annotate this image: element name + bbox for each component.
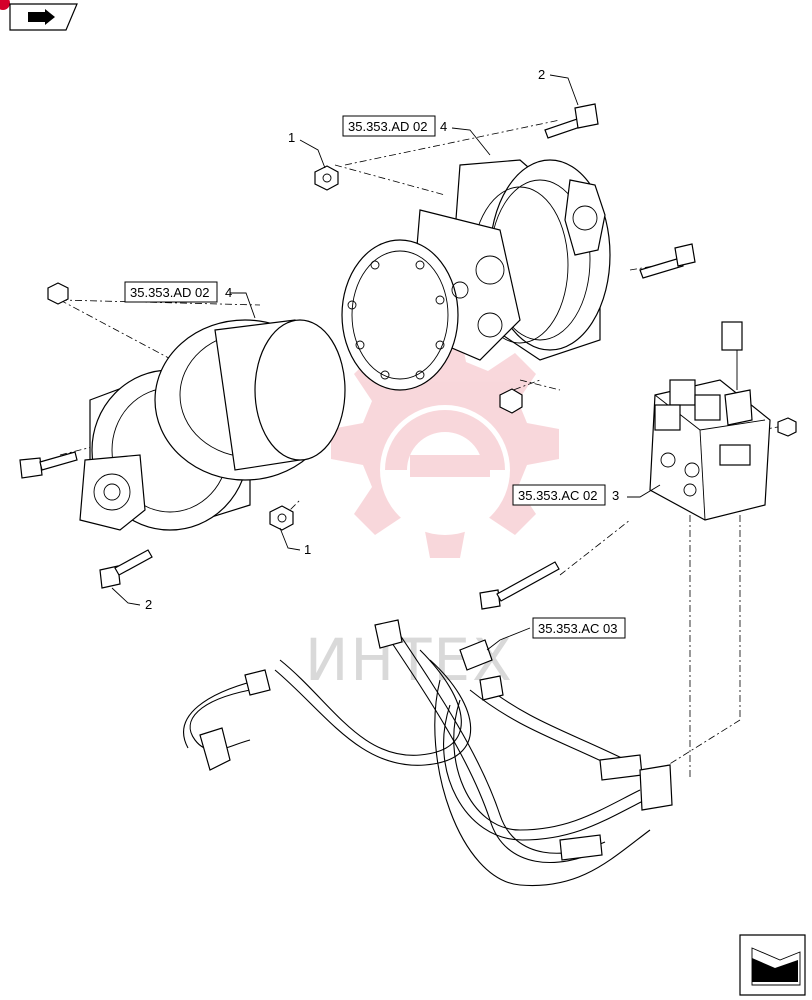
nav-badge[interactable]: [739, 934, 806, 996]
callout-motor-lower: 4: [225, 285, 232, 300]
bolt-right[interactable]: [639, 243, 696, 279]
callout-nut-lower: 1: [304, 542, 311, 557]
ref-valve-label: 35.353.AC 02: [518, 488, 598, 503]
callout-valve: 3: [612, 488, 619, 503]
nut-upper[interactable]: [314, 165, 339, 191]
ref-motor-upper-label: 35.353.AD 02: [348, 119, 428, 134]
ref-hoses-label: 35.353.AC 03: [538, 621, 618, 636]
ref-motor-lower-label: 35.353.AD 02: [130, 285, 210, 300]
ref-motor-lower[interactable]: 35.353.AD 02: [124, 281, 218, 303]
ref-valve[interactable]: 35.353.AC 02: [512, 484, 606, 506]
bolt-left[interactable]: [19, 451, 78, 479]
motor-lower[interactable]: [79, 319, 346, 531]
callout-bolt-upper: 2: [538, 67, 545, 82]
nut-left[interactable]: [47, 282, 69, 305]
callout-motor-upper: 4: [440, 119, 447, 134]
nut-valve[interactable]: [777, 417, 797, 437]
corner-badge[interactable]: [0, 0, 78, 31]
valve-block[interactable]: [649, 321, 771, 521]
nut-mid[interactable]: [499, 388, 523, 414]
nut-lower[interactable]: [269, 505, 294, 531]
bolt-valve[interactable]: [479, 561, 560, 610]
ref-hoses[interactable]: 35.353.AC 03: [532, 617, 626, 639]
bolt-upper[interactable]: [544, 103, 599, 139]
arrow-icon: [752, 958, 798, 982]
callout-nut-upper: 1: [288, 130, 295, 145]
hose-assembly[interactable]: [183, 619, 673, 887]
ref-motor-upper[interactable]: 35.353.AD 02: [342, 115, 436, 137]
callout-bolt-lower: 2: [145, 597, 152, 612]
bolt-lower[interactable]: [99, 549, 153, 589]
motor-upper[interactable]: [341, 159, 611, 391]
arrow-icon: [28, 9, 55, 25]
